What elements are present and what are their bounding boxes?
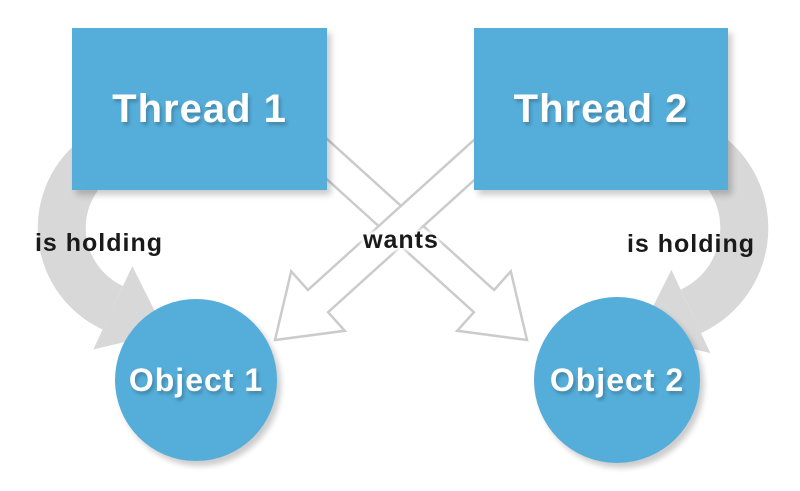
edge-label-wants: wants: [363, 226, 439, 254]
node-object-2-label: Object 2: [549, 361, 685, 398]
node-thread-1: Thread 1: [72, 28, 327, 190]
node-thread-1-label: Thread 1: [112, 86, 287, 131]
edge-label-is-holding-right: is holding: [626, 230, 756, 258]
node-object-1-label: Object 1: [128, 361, 264, 398]
node-object-1: Object 1: [115, 299, 277, 461]
node-thread-2-label: Thread 2: [513, 86, 689, 131]
node-thread-2: Thread 2: [474, 28, 728, 190]
edge-label-is-holding-left: is holding: [34, 229, 164, 257]
node-object-2: Object 2: [534, 297, 700, 463]
